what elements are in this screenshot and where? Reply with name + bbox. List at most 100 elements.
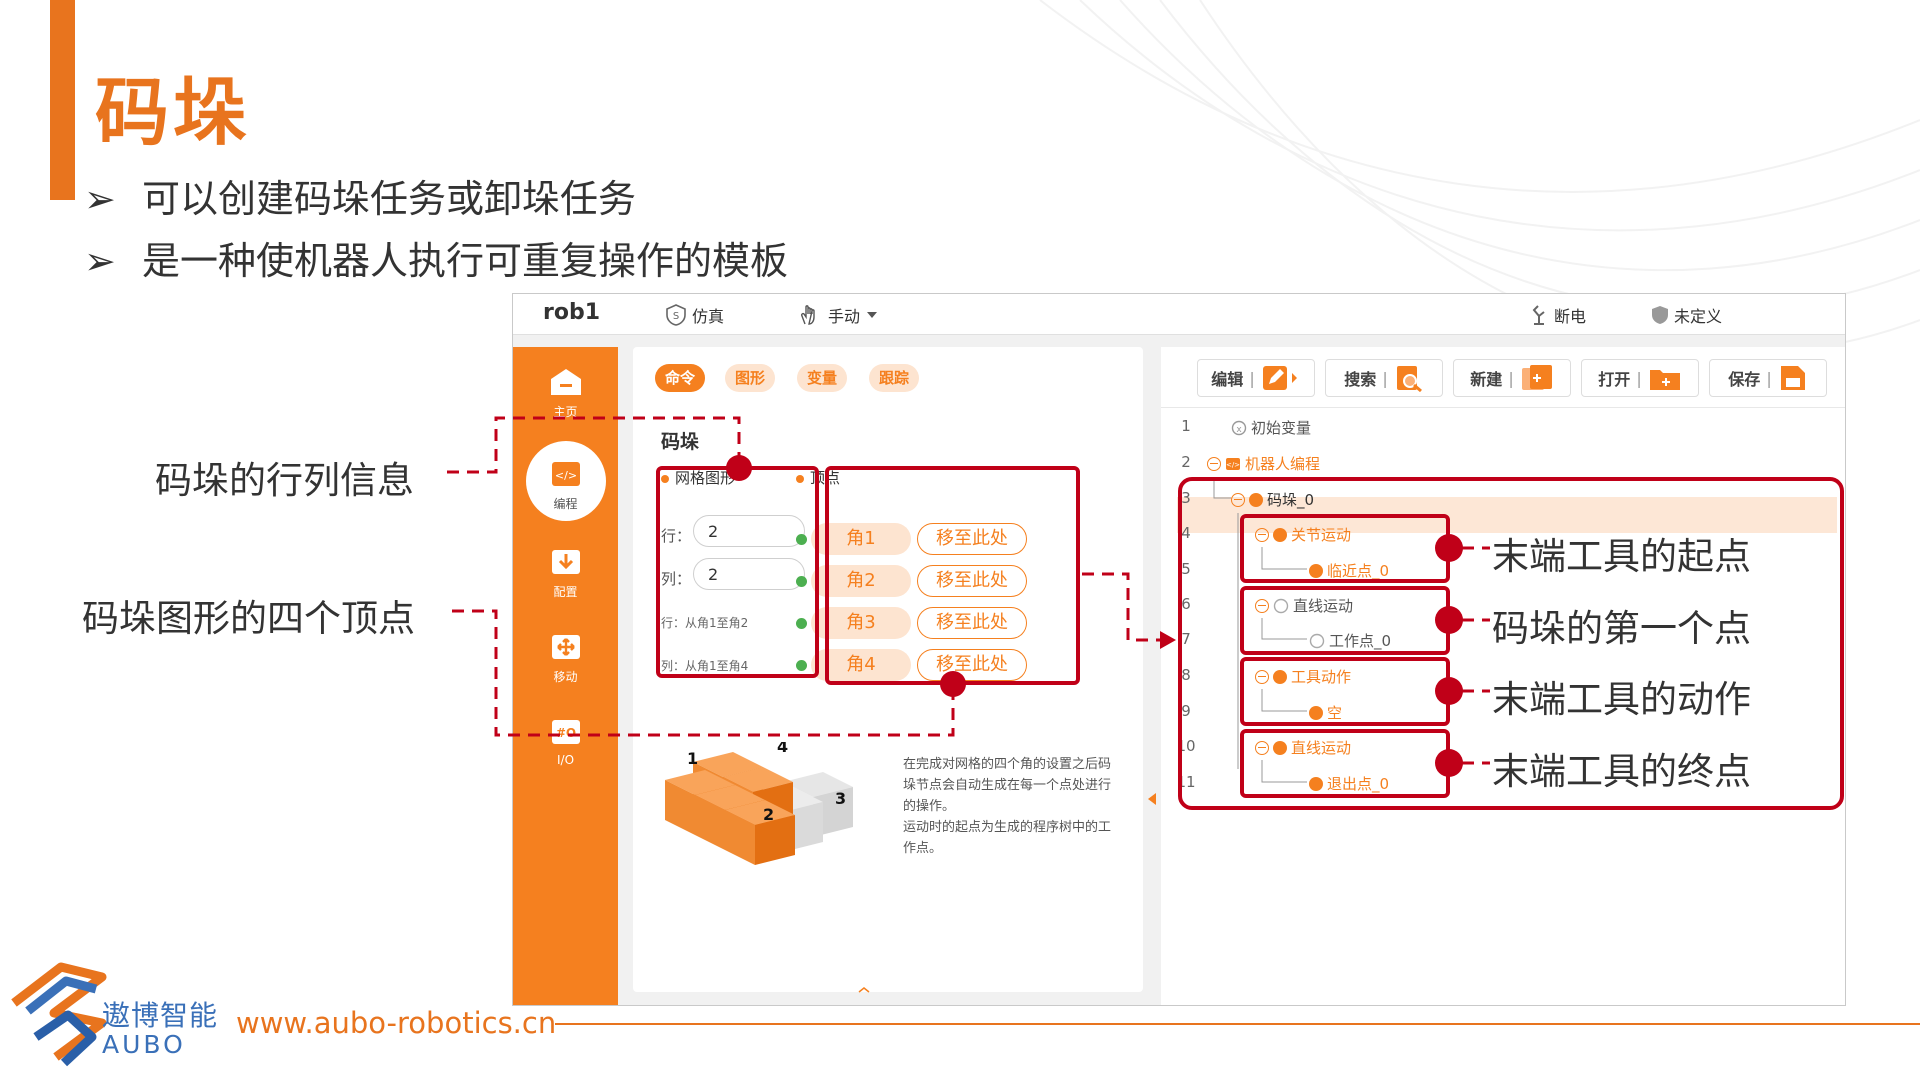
- row-input[interactable]: 2: [693, 515, 805, 547]
- edit-button[interactable]: 编辑|: [1197, 359, 1315, 397]
- open-button[interactable]: 打开|: [1581, 359, 1699, 397]
- code-icon: </>: [551, 462, 580, 486]
- save-button[interactable]: 保存 |: [1709, 359, 1827, 397]
- folder-icon: [1649, 370, 1680, 390]
- tree-node-approach-point[interactable]: 临近点_0: [1309, 560, 1389, 581]
- variable-icon: x: [1231, 420, 1247, 435]
- tree-node-label: 直线运动: [1293, 597, 1354, 615]
- tree-line-number: 9: [1181, 702, 1191, 720]
- bullet-arrow-icon: ➢: [84, 177, 116, 221]
- corner-2-check-icon: [796, 576, 807, 587]
- manual-label: 手动: [828, 307, 861, 326]
- pallet-node-icon: [1249, 492, 1263, 507]
- collapse-icon[interactable]: [1255, 740, 1269, 755]
- tree-node-work-point[interactable]: 工作点_0: [1309, 630, 1391, 651]
- corner-1-move-button[interactable]: 移至此处: [917, 523, 1027, 555]
- toolbar-divider: [1161, 407, 1845, 408]
- sidebar-item-home[interactable]: 主页: [513, 367, 618, 420]
- tree-line-number: 6: [1181, 595, 1191, 613]
- toolbar-label: 保存: [1728, 370, 1761, 389]
- desc-line: 在完成对网格的四个角的设置之后码: [903, 757, 1112, 772]
- collapse-icon[interactable]: [1255, 598, 1269, 613]
- brand-name-cn: 遨博智能: [102, 999, 219, 1032]
- tree-node-linear-move-2[interactable]: 直线运动: [1255, 737, 1351, 758]
- sidebar-label: 编程: [553, 497, 578, 511]
- tree-line-number: 4: [1181, 524, 1191, 542]
- tree-node-joint-move[interactable]: 关节运动: [1255, 524, 1351, 545]
- robot-name: rob1: [543, 300, 601, 325]
- collapse-icon[interactable]: [1231, 492, 1245, 507]
- panel-resize-icon[interactable]: [858, 987, 870, 993]
- desc-line: 作点。: [903, 841, 943, 856]
- home-icon: [550, 369, 581, 395]
- manual-mode-dropdown[interactable]: 手动: [799, 303, 879, 327]
- tree-node-label: 退出点_0: [1327, 775, 1390, 793]
- waypoint-outline-icon: [1309, 633, 1325, 648]
- stack-number-4: 4: [777, 742, 788, 756]
- new-file-icon: [1521, 365, 1552, 390]
- svg-text:x: x: [1236, 425, 1242, 435]
- tree-node-label: 初始变量: [1251, 419, 1312, 437]
- annotation-tool-action: 末端工具的动作: [1492, 678, 1751, 721]
- tree-node-exit-point[interactable]: 退出点_0: [1309, 773, 1389, 794]
- tab-command[interactable]: 命令: [655, 364, 705, 392]
- corner-3-check-icon: [796, 618, 807, 629]
- waypoint-icon: [1309, 776, 1323, 791]
- bullet-text: 是一种使机器人执行可重复操作的模板: [142, 239, 789, 283]
- grid-section-label: 网格图形: [661, 467, 735, 488]
- toolbar-separator: |: [1249, 368, 1255, 388]
- desc-line: 的操作。: [903, 799, 956, 814]
- linear-move-icon: [1273, 740, 1287, 755]
- tree-node-init-vars[interactable]: x 初始变量: [1231, 417, 1311, 438]
- bullet-1: ➢ 可以创建码垛任务或卸垛任务: [84, 174, 636, 224]
- annotation-vertices: 码垛图形的四个顶点: [82, 597, 415, 640]
- tree-node-empty[interactable]: 空: [1309, 702, 1342, 723]
- corner-4-check-icon: [796, 660, 807, 671]
- sidebar-label: 主页: [553, 405, 578, 419]
- tree-line-number: 5: [1181, 560, 1191, 578]
- corner-3-move-button[interactable]: 移至此处: [917, 607, 1027, 639]
- orange-boxes: [665, 752, 795, 865]
- collapse-icon[interactable]: [1255, 527, 1269, 542]
- tree-line-number: 8: [1181, 666, 1191, 684]
- sidebar-item-config[interactable]: 配置: [513, 547, 618, 600]
- safety-status[interactable]: 未定义: [1651, 303, 1722, 327]
- search-button[interactable]: 搜索|: [1325, 359, 1443, 397]
- tree-node-robot-program[interactable]: </>机器人编程: [1207, 453, 1320, 474]
- tab-tracking[interactable]: 跟踪: [869, 364, 919, 392]
- corner-4-move-button[interactable]: 移至此处: [917, 649, 1027, 681]
- tree-node-tool-action[interactable]: 工具动作: [1255, 666, 1351, 687]
- footer-url[interactable]: www.aubo-robotics.cn: [236, 1006, 557, 1040]
- tree-node-linear-move-1[interactable]: 直线运动: [1255, 595, 1353, 616]
- corner-2-move-button[interactable]: 移至此处: [917, 565, 1027, 597]
- save-icon: [1780, 366, 1805, 390]
- toolbar-label: 搜索: [1344, 370, 1377, 389]
- tree-node-label: 机器人编程: [1245, 455, 1321, 473]
- tree-line-number: 2: [1181, 453, 1191, 471]
- tab-graphics[interactable]: 图形: [725, 364, 775, 392]
- bullet-text: 可以创建码垛任务或卸垛任务: [142, 177, 637, 221]
- download-icon: [551, 550, 580, 574]
- collapse-icon[interactable]: [1255, 669, 1269, 684]
- palletizing-description: 在完成对网格的四个角的设置之后码 垛节点会自动生成在每一个点处进行 的操作。 运…: [903, 754, 1138, 859]
- collapse-icon[interactable]: [1207, 456, 1221, 471]
- sidebar-item-move[interactable]: 移动: [513, 632, 618, 685]
- new-button[interactable]: 新建|: [1453, 359, 1571, 397]
- tab-variables[interactable]: 变量: [797, 364, 847, 392]
- desc-line: 运动时的起点为生成的程序树中的工: [903, 820, 1112, 835]
- sim-label: 仿真: [692, 307, 725, 326]
- sidebar-item-program[interactable]: </> 编程: [513, 441, 618, 521]
- sim-mode-button[interactable]: S 仿真: [665, 303, 724, 327]
- bullet-2: ➢ 是一种使机器人执行可重复操作的模板: [84, 236, 788, 286]
- bullet-arrow-icon: ➢: [84, 239, 116, 283]
- toolbar-separator: |: [1766, 368, 1772, 388]
- splitter-arrow-icon[interactable]: [1147, 792, 1157, 806]
- sidebar-label: 移动: [553, 670, 578, 684]
- annotation-grid-info: 码垛的行列信息: [155, 459, 414, 502]
- col-input[interactable]: 2: [693, 558, 805, 590]
- annotation-end-point: 末端工具的终点: [1492, 750, 1751, 793]
- tree-node-pallet[interactable]: 码垛_0: [1231, 489, 1314, 510]
- safety-label: 未定义: [1674, 307, 1723, 326]
- power-status[interactable]: 断电: [1529, 303, 1586, 327]
